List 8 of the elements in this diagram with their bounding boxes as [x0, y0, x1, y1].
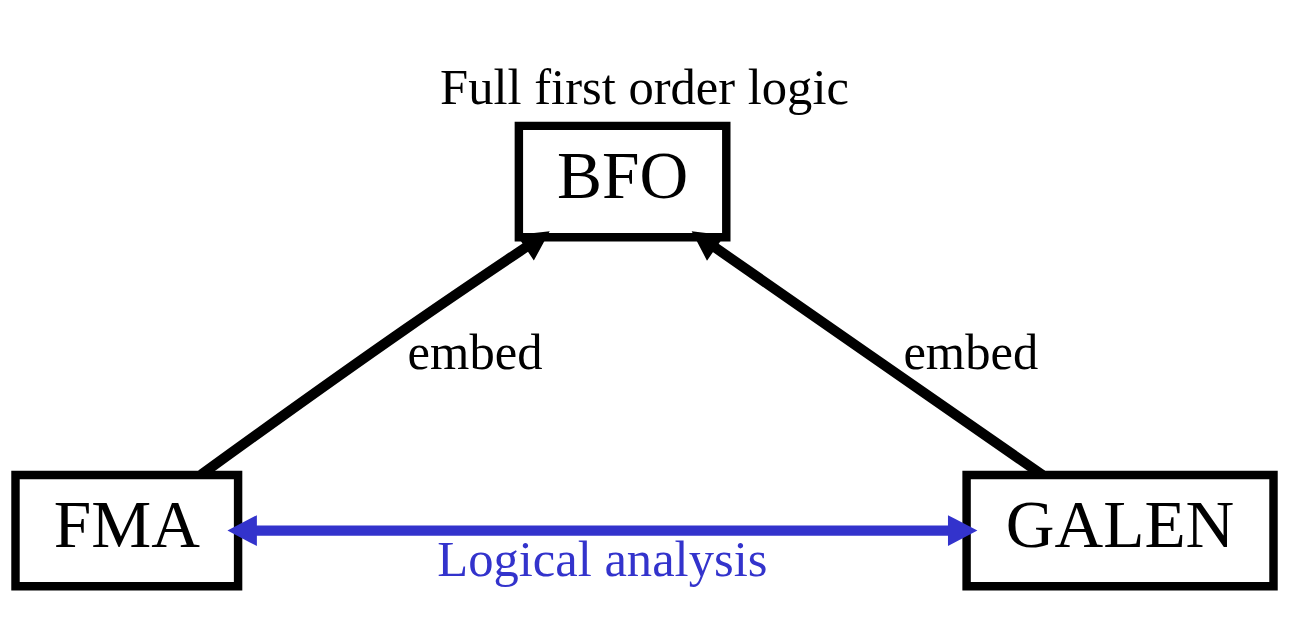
- diagram-title: Full first order logic: [440, 58, 849, 115]
- arrow: [227, 515, 978, 547]
- node-box: FMA: [11, 470, 243, 591]
- edge-label: Logical analysis: [437, 531, 768, 588]
- edge-label: embed: [407, 323, 543, 380]
- node-box: GALEN: [962, 470, 1278, 591]
- edge-label: embed: [903, 323, 1039, 380]
- node-box: BFO: [514, 121, 731, 242]
